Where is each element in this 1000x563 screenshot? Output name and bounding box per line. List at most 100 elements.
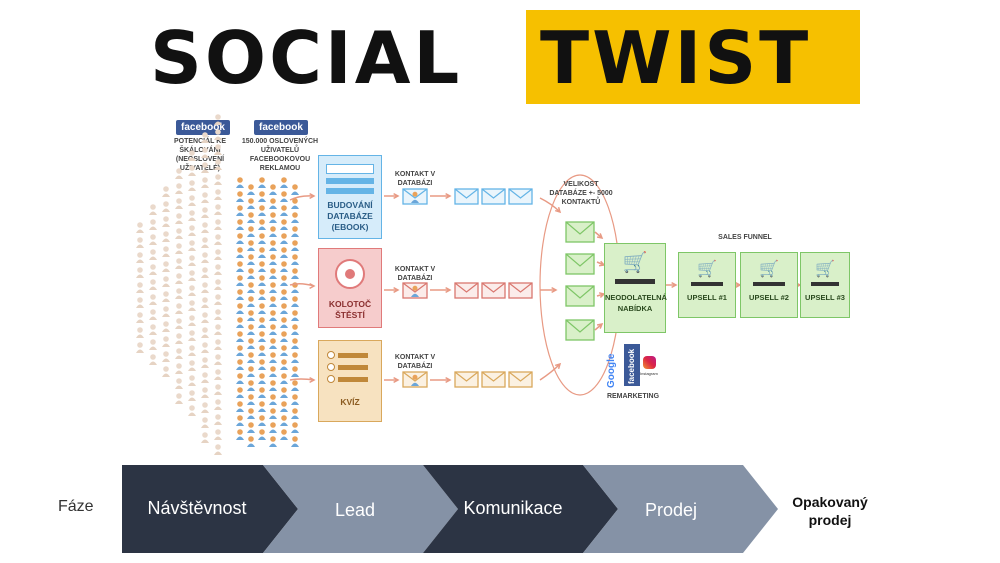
person-icon [175, 288, 183, 299]
contact-envelope-icon [402, 282, 428, 299]
person-icon [236, 317, 244, 328]
phase-label: Návštěvnost [147, 498, 247, 518]
arrow-head [445, 286, 452, 294]
cart-icon: 🛒 [759, 261, 779, 278]
person-icon [201, 297, 209, 308]
person-icon [291, 366, 299, 377]
person-icon [258, 387, 266, 398]
person-icon [214, 189, 222, 200]
person-icon [136, 312, 144, 323]
person-icon [214, 384, 222, 395]
person-icon [188, 330, 196, 341]
person-icon [236, 261, 244, 272]
person-icon [214, 414, 222, 425]
person-icon [214, 444, 222, 455]
person-icon [269, 254, 277, 265]
person-icon [188, 360, 196, 371]
person-icon [175, 273, 183, 284]
contact-label: KONTAKT V DATABÁZI [394, 354, 436, 370]
lead-magnet-quiz: KVÍZ [318, 340, 382, 422]
envelope-icon [481, 282, 506, 299]
arrow-head [309, 376, 316, 384]
person-icon [236, 177, 244, 188]
arrow-head [671, 281, 678, 289]
person-icon [291, 310, 299, 321]
upsell-label: UPSELL #2 [749, 293, 789, 302]
person-icon [291, 226, 299, 237]
person-icon [214, 234, 222, 245]
person-icon [162, 351, 170, 362]
person-icon [162, 366, 170, 377]
person-icon [162, 306, 170, 317]
person-icon [247, 310, 255, 321]
person-icon [188, 300, 196, 311]
person-icon [269, 296, 277, 307]
person-icon [247, 422, 255, 433]
person-icon [269, 240, 277, 251]
person-icon [175, 303, 183, 314]
person-icon [201, 252, 209, 263]
person-icon [162, 321, 170, 332]
person-icon [175, 318, 183, 329]
title-twist: TWIST [540, 16, 812, 100]
person-icon [214, 129, 222, 140]
flow-arrow [289, 378, 315, 381]
upsell-box: 🛒 UPSELL #2 [740, 252, 798, 318]
phases-label: Fáze [58, 498, 94, 515]
person-icon [214, 324, 222, 335]
person-icon [280, 359, 288, 370]
person-icon [247, 240, 255, 251]
person-icon [188, 165, 196, 176]
person-icon [236, 359, 244, 370]
person-icon [258, 429, 266, 440]
envelope-icon [565, 221, 595, 243]
person-icon [236, 219, 244, 230]
person-icon [236, 233, 244, 244]
person-icon [258, 191, 266, 202]
person-icon [291, 436, 299, 447]
person-icon [175, 168, 183, 179]
contact-label: KONTAKT V DATABÁZI [394, 266, 436, 282]
person-icon [175, 363, 183, 374]
person-icon [247, 212, 255, 223]
person-icon [258, 233, 266, 244]
person-icon [247, 198, 255, 209]
person-icon [236, 247, 244, 258]
arrow-head [393, 286, 400, 294]
person-icon [214, 339, 222, 350]
person-icon [149, 264, 157, 275]
arrow-head [554, 206, 562, 214]
person-icon [201, 402, 209, 413]
facebook-logo-icon: facebook [624, 344, 640, 386]
person-icon [291, 394, 299, 405]
person-icon [214, 204, 222, 215]
person-icon [201, 357, 209, 368]
envelope-icon [565, 253, 595, 275]
flow-arrow [289, 195, 315, 201]
person-icon [269, 324, 277, 335]
person-icon [269, 212, 277, 223]
person-icon [188, 255, 196, 266]
arrow-head [551, 286, 558, 294]
person-icon [175, 393, 183, 404]
person-icon [269, 184, 277, 195]
google-logo-icon: Google [606, 353, 617, 388]
person-icon [280, 429, 288, 440]
arrow-head [596, 233, 604, 240]
person-icon [188, 195, 196, 206]
person-icon [291, 422, 299, 433]
person-icon [175, 228, 183, 239]
person-icon [258, 317, 266, 328]
person-icon [280, 345, 288, 356]
person-icon [201, 237, 209, 248]
phase-label: Lead [334, 500, 376, 520]
title-social: SOCIAL [150, 16, 463, 100]
contact-envelope-icon [402, 188, 428, 205]
person-icon [258, 247, 266, 258]
person-icon [269, 422, 277, 433]
person-icon [280, 261, 288, 272]
phase-label: Prodej [644, 500, 698, 520]
person-icon [258, 331, 266, 342]
person-icon [214, 114, 222, 125]
person-icon [258, 345, 266, 356]
